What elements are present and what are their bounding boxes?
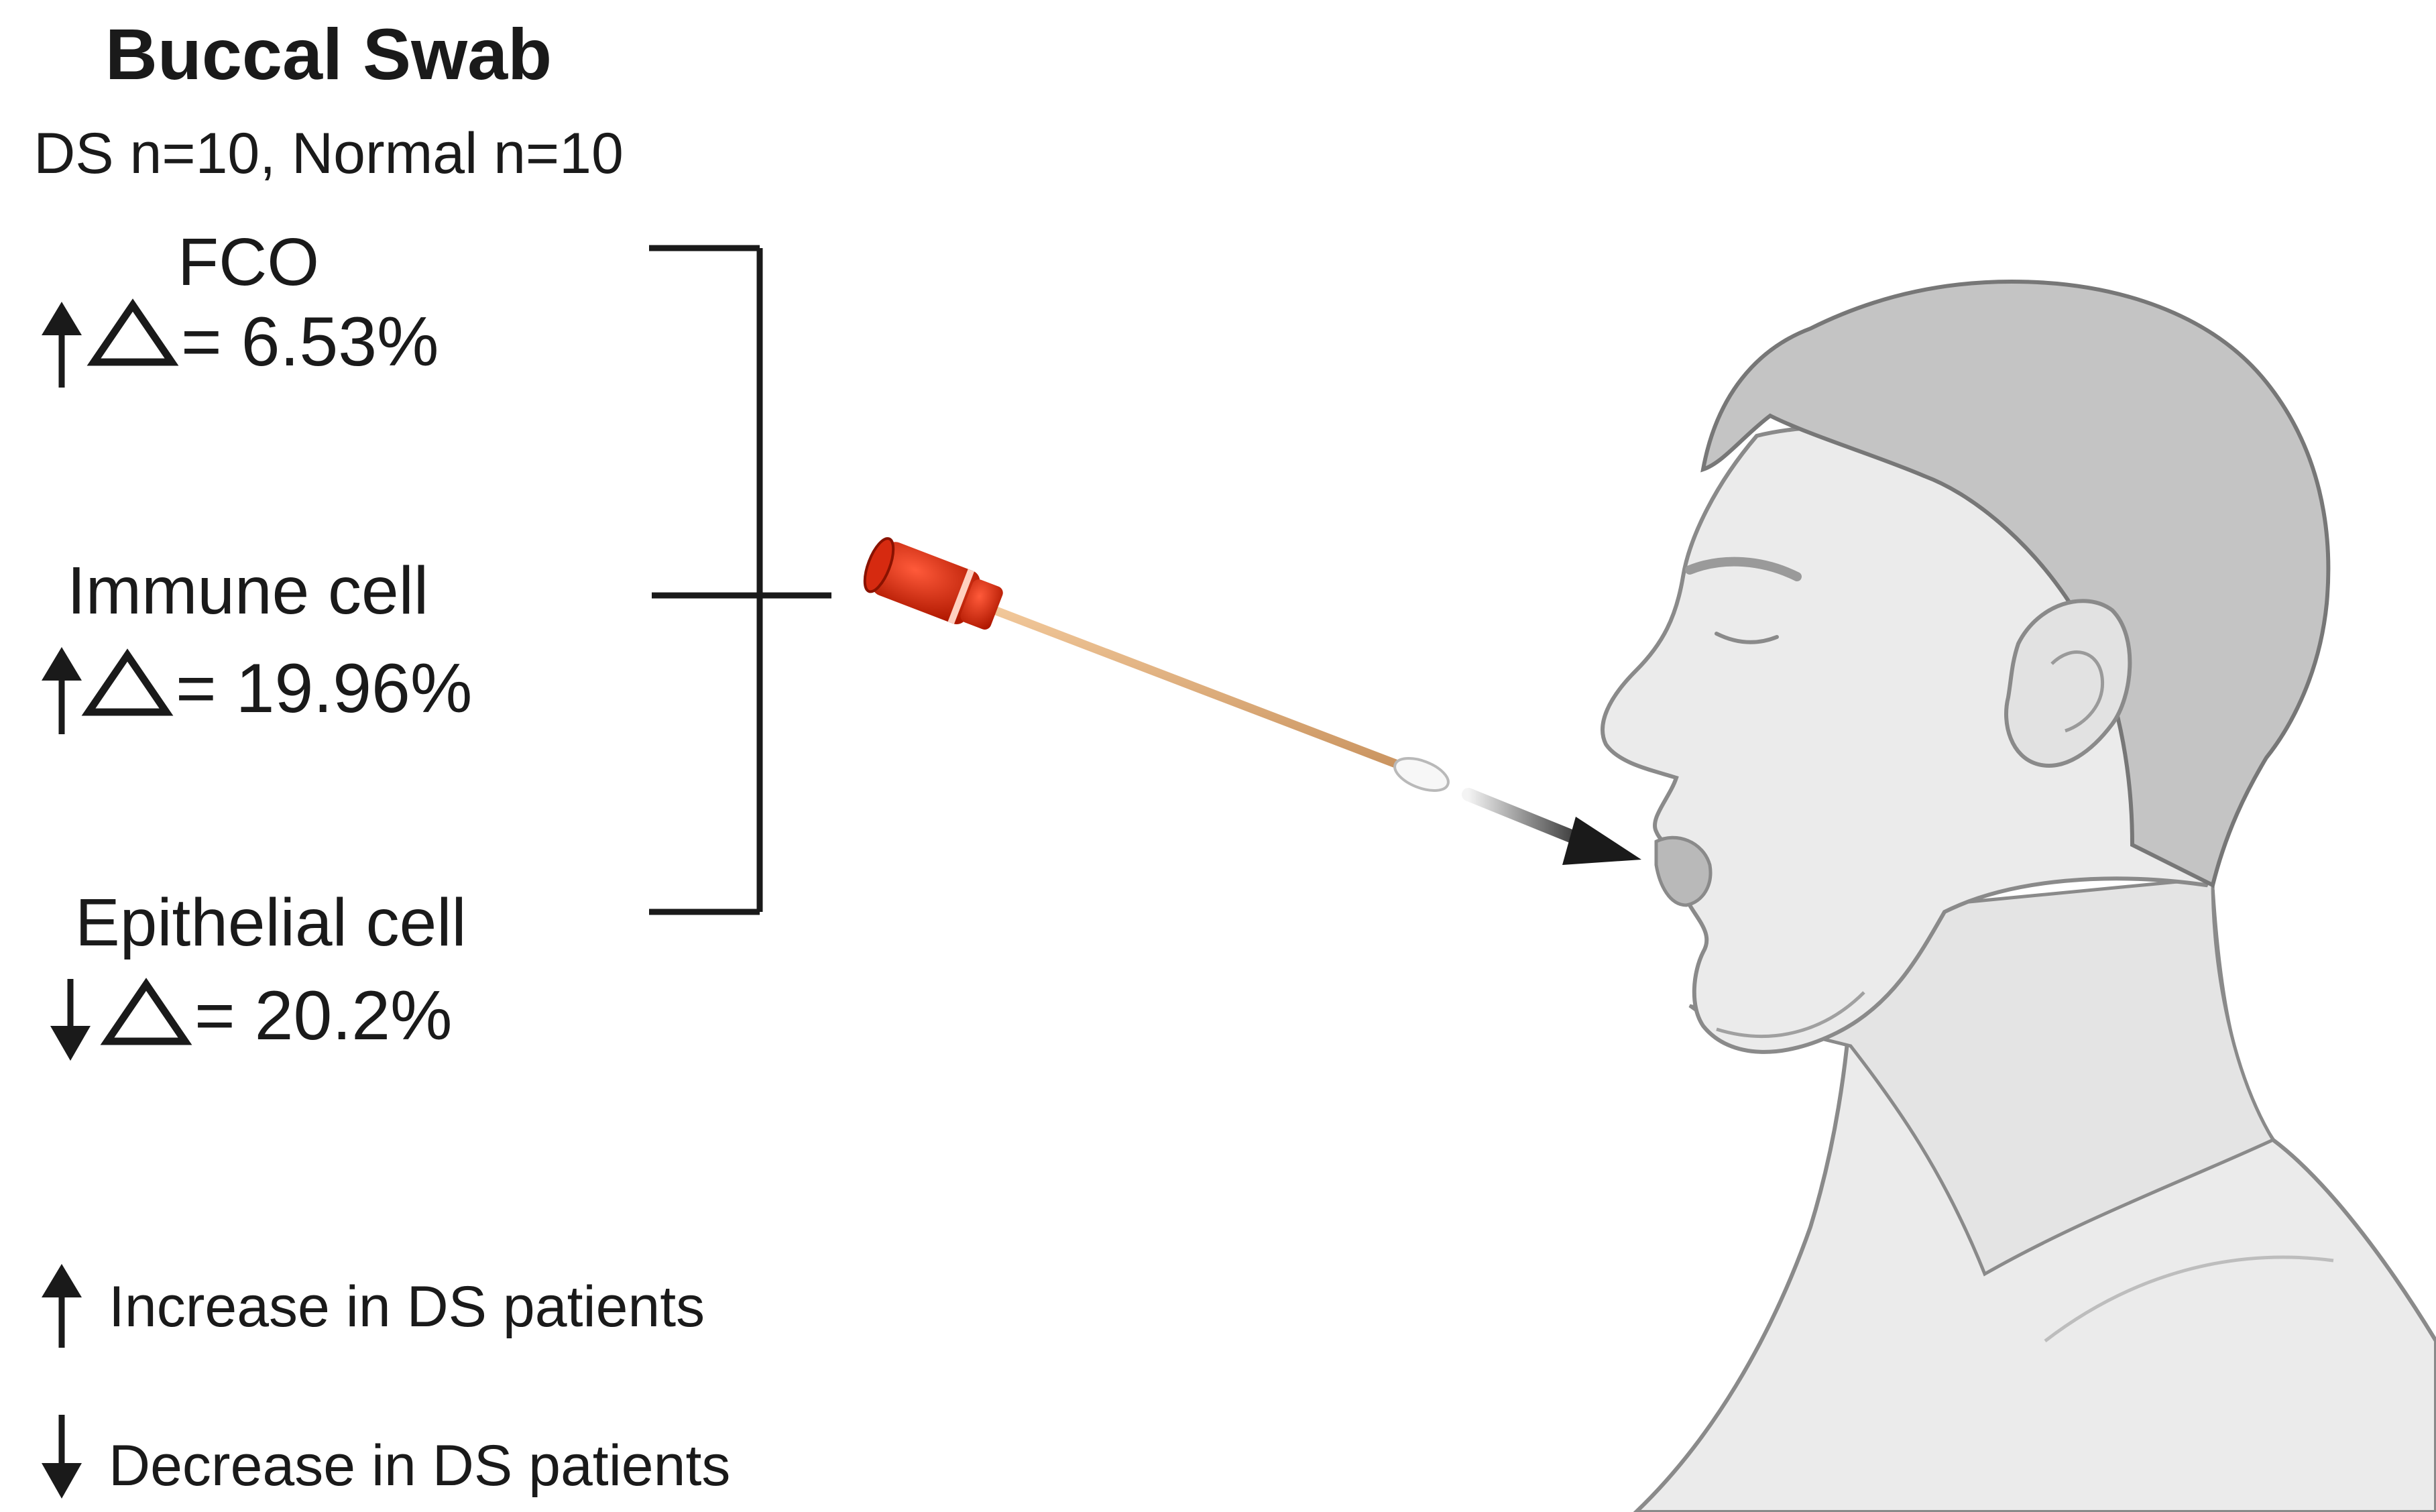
delta-icon — [100, 978, 192, 1045]
ear — [2004, 599, 2132, 768]
cotton-swab — [863, 537, 1450, 792]
diagram-title: Buccal Swab — [105, 13, 552, 95]
human-head-illustration — [1601, 279, 2436, 1512]
swab-cap — [863, 537, 1003, 630]
ear-inner — [2050, 650, 2105, 733]
collarbone — [2044, 1255, 2334, 1342]
delta-value: = 6.53% — [181, 303, 439, 381]
legend-increase: Increase in DS patients — [42, 1264, 705, 1348]
eyebrow — [1685, 557, 1802, 581]
increase-arrow-icon — [42, 1264, 82, 1348]
measurement-immune-cell: Immune cell = 19.96% — [42, 553, 472, 734]
swab-cotton-tip — [1393, 757, 1450, 792]
jaw-line — [1716, 991, 1865, 1038]
increase-arrow-icon — [42, 302, 82, 388]
measurement-fco: FCO = 6.53% — [42, 225, 439, 388]
increase-arrow-icon — [42, 647, 82, 734]
insertion-arrow-icon — [1462, 788, 1641, 865]
open-mouth — [1654, 835, 1713, 907]
legend-decrease: Decrease in DS patients — [42, 1415, 730, 1499]
grouping-bracket — [649, 245, 831, 915]
delta-icon — [86, 298, 179, 366]
decrease-arrow-icon — [50, 979, 91, 1061]
measurement-epithelial-cell: Epithelial cell = 20.2% — [50, 885, 467, 1061]
legend: Increase in DS patients Decrease in DS p… — [42, 1264, 730, 1499]
legend-increase-label: Increase in DS patients — [109, 1275, 705, 1339]
legend-decrease-label: Decrease in DS patients — [109, 1434, 730, 1498]
sample-size: DS n=10, Normal n=10 — [34, 121, 624, 186]
delta-value: = 19.96% — [176, 650, 472, 728]
measurement-label: FCO — [178, 225, 319, 300]
decrease-arrow-icon — [42, 1415, 82, 1499]
measurement-label: Epithelial cell — [75, 885, 467, 960]
delta-value: = 20.2% — [194, 977, 453, 1055]
delta-icon — [81, 648, 174, 716]
measurement-label: Immune cell — [67, 553, 428, 628]
eye — [1715, 632, 1779, 644]
swab-stick — [981, 602, 1416, 774]
hair — [1700, 279, 2331, 888]
